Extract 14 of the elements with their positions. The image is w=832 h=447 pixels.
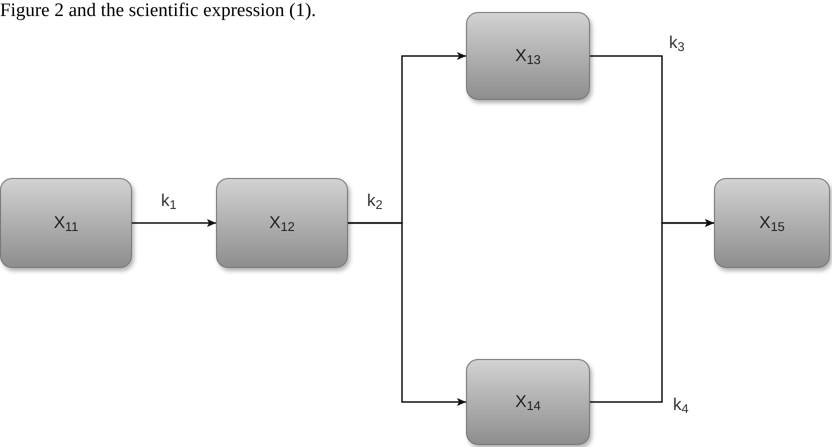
process-box: [466, 359, 590, 445]
node-label: X$_{12}$: [269, 212, 295, 236]
arrow: [132, 219, 216, 227]
node-label: X$_{13}$: [515, 45, 541, 69]
process-box: [0, 178, 132, 268]
arrow: [348, 222, 466, 406]
process-box: [714, 178, 830, 268]
arrow: [590, 219, 714, 403]
node-label: X$_{14}$: [515, 391, 541, 415]
node-label: X$_{15}$: [759, 212, 785, 236]
process-box: [466, 12, 590, 100]
process-box: [216, 178, 348, 268]
node-label: X$_{11}$: [54, 212, 78, 236]
caption-text: Figure 2 and the scientific expression (1).: [0, 0, 316, 22]
